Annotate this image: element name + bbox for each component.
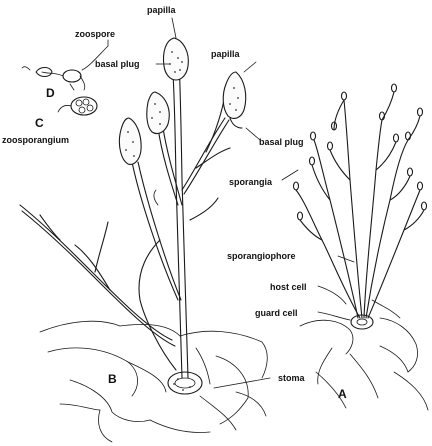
sporangium-middle (147, 92, 169, 134)
basal-plug-stub (230, 118, 242, 128)
label-sporangia: sporangia (229, 177, 273, 187)
leader-lines-a (282, 170, 354, 320)
label-zoospore: zoospore (75, 29, 115, 39)
sporangium-right (223, 72, 246, 118)
sporangium-top (163, 38, 188, 80)
label-sporangiophore: sporangiophore (227, 251, 296, 261)
sporangium-left (119, 118, 141, 164)
label-b: B (108, 372, 117, 386)
label-zoosporangium: zoosporangium (2, 135, 69, 145)
label-basal-plug-top: basal plug (95, 59, 140, 69)
zoosporangium-c (58, 97, 97, 115)
label-guard-cell: guard cell (255, 308, 298, 318)
label-host-cell: host cell (270, 282, 307, 292)
label-a: A (338, 387, 347, 401)
sporangia-a (294, 84, 427, 220)
label-basal-plug-right: basal plug (259, 137, 304, 147)
label-papilla-top: papilla (147, 5, 177, 15)
sporangiophore-a (296, 92, 424, 318)
label-c: C (35, 116, 44, 130)
sporangiophore-b (20, 60, 230, 378)
label-d: D (46, 86, 55, 100)
label-papilla-right: papilla (211, 49, 241, 59)
stoma-b (168, 372, 202, 394)
leaf-tissue-b (40, 321, 267, 442)
label-stoma: stoma (278, 373, 306, 383)
